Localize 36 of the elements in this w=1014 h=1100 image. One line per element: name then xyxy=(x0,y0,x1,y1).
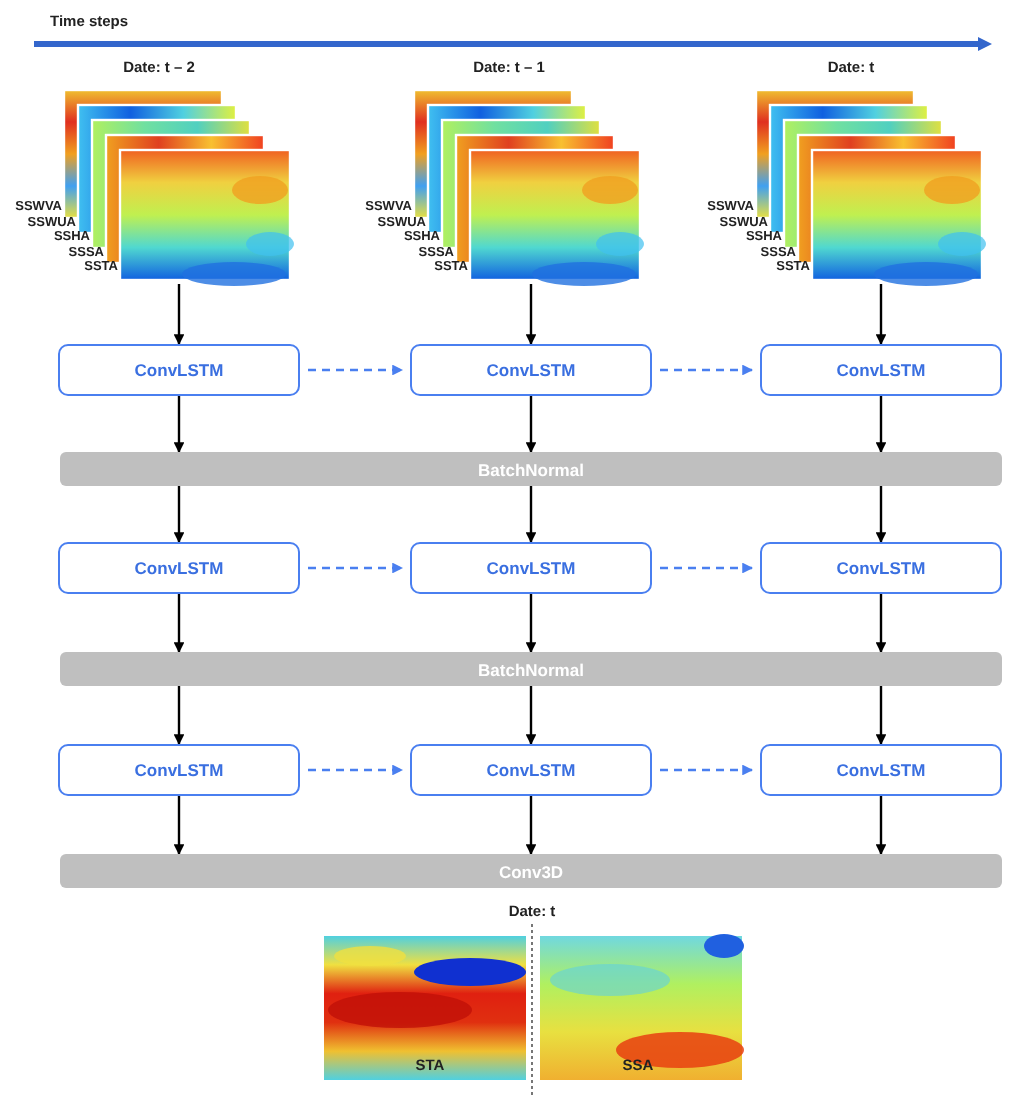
arrow xyxy=(173,686,185,746)
arrow xyxy=(525,486,537,544)
arrow xyxy=(875,594,887,654)
arrow xyxy=(308,764,404,776)
arrow xyxy=(173,284,185,346)
arrow xyxy=(173,396,185,454)
arrow xyxy=(660,364,754,376)
layer-box: ConvLSTM xyxy=(58,542,300,594)
layer-box: ConvLSTM xyxy=(760,344,1002,396)
layer-box: ConvLSTM xyxy=(410,744,652,796)
arrow xyxy=(660,764,754,776)
arrow xyxy=(173,486,185,544)
layer-box: ConvLSTM xyxy=(410,344,652,396)
arrow xyxy=(525,686,537,746)
layer-box: ConvLSTM xyxy=(760,744,1002,796)
arrow xyxy=(875,686,887,746)
layer-box: ConvLSTM xyxy=(410,542,652,594)
layer-box: ConvLSTM xyxy=(58,744,300,796)
layer-box: ConvLSTM xyxy=(760,542,1002,594)
arrow xyxy=(308,562,404,574)
arrow xyxy=(660,562,754,574)
layer-bar: BatchNormal xyxy=(60,652,1002,686)
arrow xyxy=(525,594,537,654)
arrow xyxy=(308,364,404,376)
arrow xyxy=(875,796,887,856)
layer-bar: Conv3D xyxy=(60,854,1002,888)
arrow xyxy=(525,796,537,856)
layer-bar: BatchNormal xyxy=(60,452,1002,486)
layer-box: ConvLSTM xyxy=(58,344,300,396)
arrow xyxy=(525,396,537,454)
arrow xyxy=(875,396,887,454)
arrow xyxy=(173,796,185,856)
arrow xyxy=(875,486,887,544)
arrow xyxy=(525,284,537,346)
arrow xyxy=(875,284,887,346)
arrow xyxy=(173,594,185,654)
